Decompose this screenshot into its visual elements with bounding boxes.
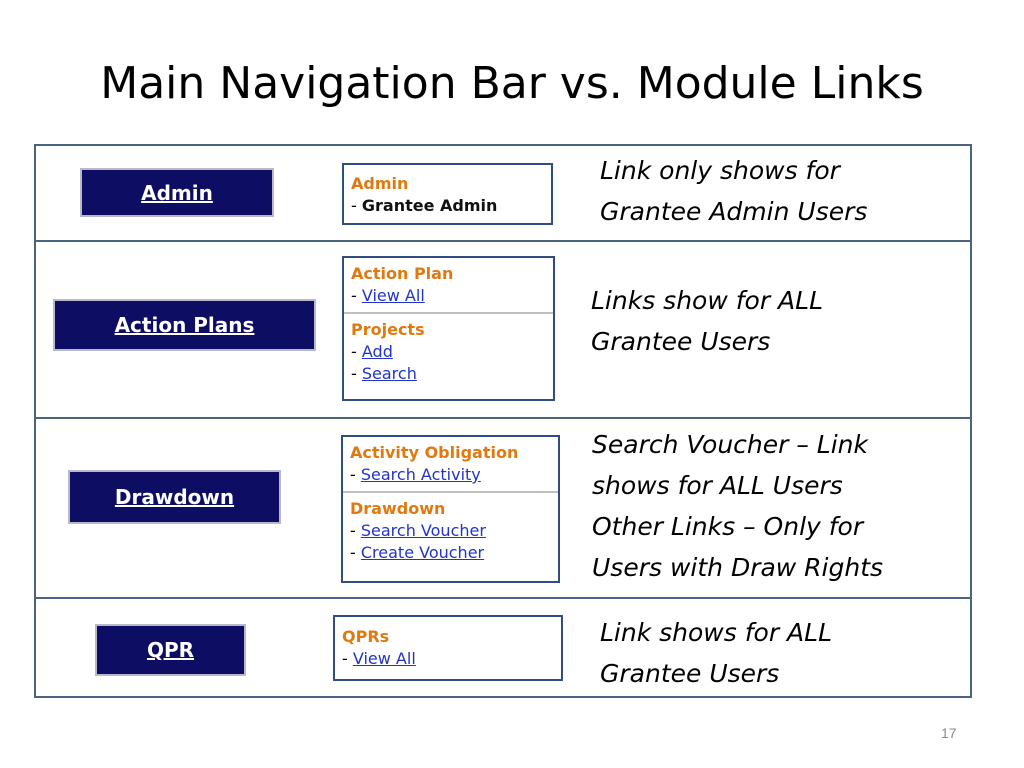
row-divider — [36, 417, 970, 419]
grantee-admin-link[interactable]: Grantee Admin — [361, 196, 498, 215]
search-activity-link[interactable]: Search Activity — [360, 465, 481, 484]
view-all-link[interactable]: View All — [361, 286, 425, 305]
row-divider — [36, 597, 970, 599]
module-heading: Drawdown — [350, 499, 446, 518]
note-qpr: Link shows for ALL Grantee Users — [600, 618, 833, 688]
nav-button-action-plans[interactable]: Action Plans — [53, 299, 316, 351]
search-link[interactable]: Search — [361, 364, 417, 383]
search-voucher-link[interactable]: Search Voucher — [360, 521, 486, 540]
module-heading: QPRs — [342, 627, 390, 646]
note-drawdown: Search Voucher – Link shows for ALL User… — [592, 430, 884, 582]
note-action-plans: Links show for ALL Grantee Users — [591, 286, 824, 356]
module-links-drawdown: Activity Obligation - Search Activity Dr… — [341, 435, 560, 583]
slide-title: Main Navigation Bar vs. Module Links — [100, 58, 924, 109]
module-links-action-plans: Action Plan - View All Projects - Add - … — [342, 256, 555, 401]
module-links-qpr: QPRs - View All — [333, 615, 563, 681]
module-heading: Admin — [351, 174, 409, 193]
module-heading: Action Plan — [351, 264, 454, 283]
nav-button-drawdown[interactable]: Drawdown — [68, 470, 281, 524]
page-number: 17 — [941, 725, 957, 741]
nav-button-qpr[interactable]: QPR — [95, 624, 246, 676]
view-all-link[interactable]: View All — [352, 649, 416, 668]
module-links-admin: Admin - Grantee Admin — [342, 163, 553, 225]
create-voucher-link[interactable]: Create Voucher — [360, 543, 485, 562]
row-divider — [36, 240, 970, 242]
note-admin: Link only shows for Grantee Admin Users — [600, 156, 868, 226]
comparison-table — [34, 144, 972, 698]
module-heading: Projects — [351, 320, 425, 339]
add-link[interactable]: Add — [361, 342, 393, 361]
module-heading: Activity Obligation — [350, 443, 519, 462]
nav-button-admin[interactable]: Admin — [80, 168, 274, 217]
